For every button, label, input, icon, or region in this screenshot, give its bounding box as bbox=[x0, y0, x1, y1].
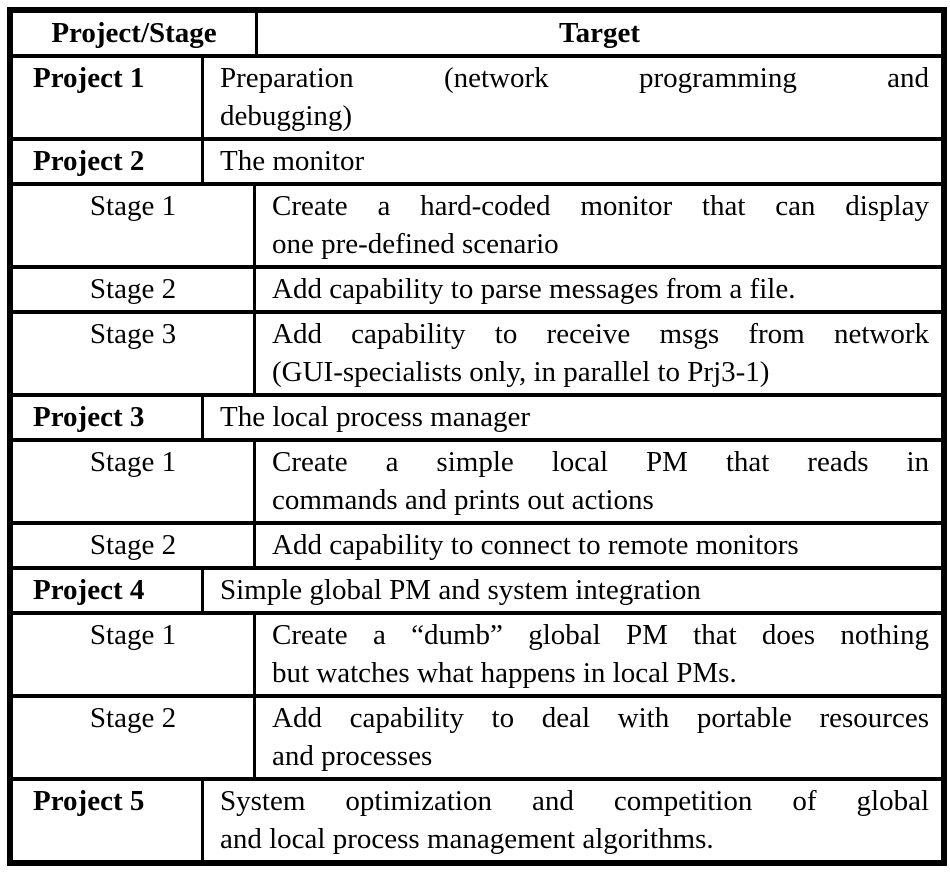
target-cell: The local process manager bbox=[204, 397, 941, 438]
table-row: Stage 1 Create a “dumb” global PM that do… bbox=[13, 611, 941, 694]
target-cell: System optimization and competition of g… bbox=[204, 781, 941, 860]
table-row: Project 2 The monitor bbox=[13, 137, 941, 182]
target-line: The monitor bbox=[220, 145, 365, 177]
table-header-row: Project/Stage Target bbox=[13, 13, 941, 54]
target-cell: Create a hard-coded monitor that can dis… bbox=[256, 186, 941, 265]
project-label-cell: Project 3 bbox=[13, 397, 204, 438]
target-cell: Preparation (network programming and debu… bbox=[204, 58, 941, 137]
project-label-cell: Project 4 bbox=[13, 570, 204, 611]
target-cell: Add capability to deal with portable res… bbox=[256, 698, 941, 777]
target-line: and processes bbox=[272, 740, 433, 772]
target-line: Simple global PM and system integration bbox=[220, 574, 701, 606]
header-cell-project-stage: Project/Stage bbox=[13, 13, 258, 54]
stage-label-cell: Stage 1 bbox=[13, 442, 256, 521]
target-line: Add capability to deal with portable res… bbox=[272, 702, 929, 734]
target-line: debugging) bbox=[220, 100, 353, 132]
table-row: Stage 2 Add capability to deal with porta… bbox=[13, 694, 941, 777]
target-line: Create a simple local PM that reads in bbox=[272, 446, 929, 478]
target-cell: Create a “dumb” global PM that does noth… bbox=[256, 615, 941, 694]
target-line: Add capability to connect to remote moni… bbox=[272, 529, 799, 561]
project-label-cell: Project 5 bbox=[13, 781, 204, 860]
target-cell: Add capability to connect to remote moni… bbox=[256, 525, 941, 566]
header-cell-target: Target bbox=[558, 17, 641, 49]
target-line: but watches what happens in local PMs. bbox=[272, 657, 737, 689]
target-line: Add capability to parse messages from a … bbox=[272, 273, 796, 305]
table-row: Project 5 System optimization and competi… bbox=[13, 777, 941, 860]
target-line: Create a hard-coded monitor that can dis… bbox=[272, 190, 929, 222]
stage-label-cell: Stage 2 bbox=[13, 525, 256, 566]
project-label-cell: Project 2 bbox=[13, 141, 204, 182]
target-cell: Add capability to receive msgs from netw… bbox=[256, 314, 941, 393]
target-cell: Create a simple local PM that reads in co… bbox=[256, 442, 941, 521]
stage-label-cell: Stage 1 bbox=[13, 186, 256, 265]
table-row: Stage 3 Add capability to receive msgs fr… bbox=[13, 310, 941, 393]
target-line: Create a “dumb” global PM that does noth… bbox=[272, 619, 929, 651]
stage-label-cell: Stage 2 bbox=[13, 269, 256, 310]
target-line: The local process manager bbox=[220, 401, 530, 433]
project-label-cell: Project 1 bbox=[13, 58, 204, 137]
target-line: one pre-defined scenario bbox=[272, 228, 559, 260]
target-line: commands and prints out actions bbox=[272, 484, 654, 516]
target-cell: Add capability to parse messages from a … bbox=[256, 269, 941, 310]
target-cell: Simple global PM and system integration bbox=[204, 570, 941, 611]
table-row: Stage 2 Add capability to connect to remo… bbox=[13, 521, 941, 566]
target-line: and local process management algorithms. bbox=[220, 823, 714, 855]
table-row: Stage 1 Create a hard-coded monitor that … bbox=[13, 182, 941, 265]
target-line: System optimization and competition of g… bbox=[220, 785, 929, 817]
table-row: Stage 2 Add capability to parse messages … bbox=[13, 265, 941, 310]
stage-label-cell: Stage 1 bbox=[13, 615, 256, 694]
table-row: Project 4 Simple global PM and system int… bbox=[13, 566, 941, 611]
target-cell: The monitor bbox=[204, 141, 941, 182]
table-row: Project 3 The local process manager bbox=[13, 393, 941, 438]
target-line: Add capability to receive msgs from netw… bbox=[272, 318, 929, 350]
target-line: Preparation (network programming and bbox=[220, 62, 929, 94]
stage-label-cell: Stage 2 bbox=[13, 698, 256, 777]
target-line: (GUI-specialists only, in parallel to Pr… bbox=[272, 356, 770, 388]
stage-label-cell: Stage 3 bbox=[13, 314, 256, 393]
